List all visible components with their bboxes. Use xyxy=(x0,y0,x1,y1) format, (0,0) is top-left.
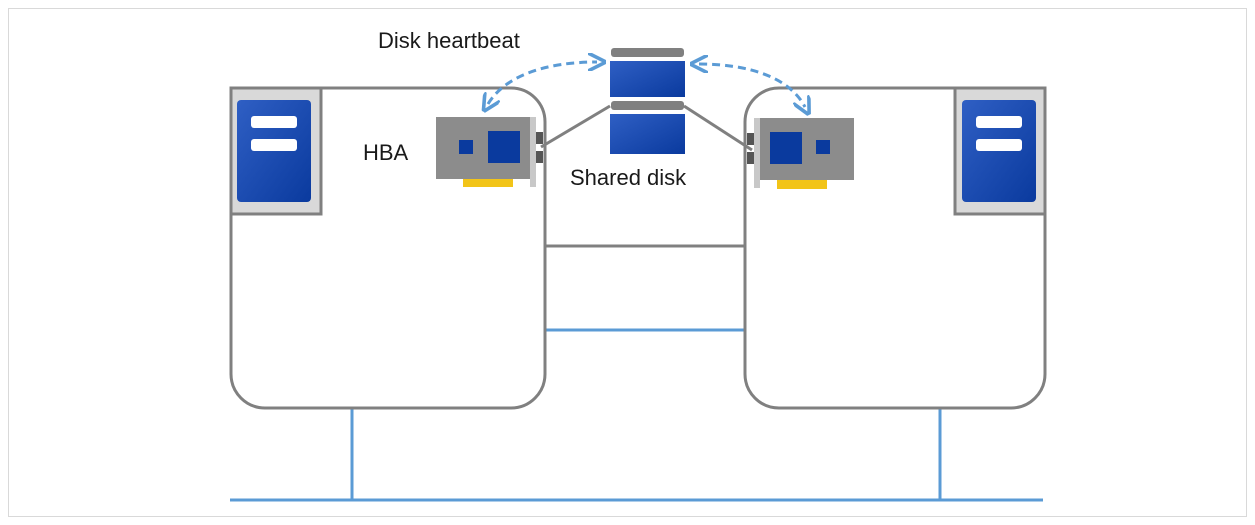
hba-label: HBA xyxy=(363,140,409,165)
hba-cable-right xyxy=(683,104,753,152)
hba-card-icon xyxy=(747,118,854,189)
hba-cable-left xyxy=(540,104,611,149)
disk-heartbeat-label: Disk heartbeat xyxy=(378,28,520,53)
shared-disk-label: Shared disk xyxy=(570,165,687,190)
server-right xyxy=(743,86,1047,410)
heartbeat-arrow-icon xyxy=(488,62,597,104)
public-network xyxy=(230,408,1043,502)
shared-disk-icon xyxy=(610,48,685,154)
heartbeat-arrow-icon xyxy=(699,64,805,107)
hba-card-icon xyxy=(436,117,543,187)
server-icon xyxy=(953,86,1047,216)
server-icon xyxy=(229,86,323,216)
